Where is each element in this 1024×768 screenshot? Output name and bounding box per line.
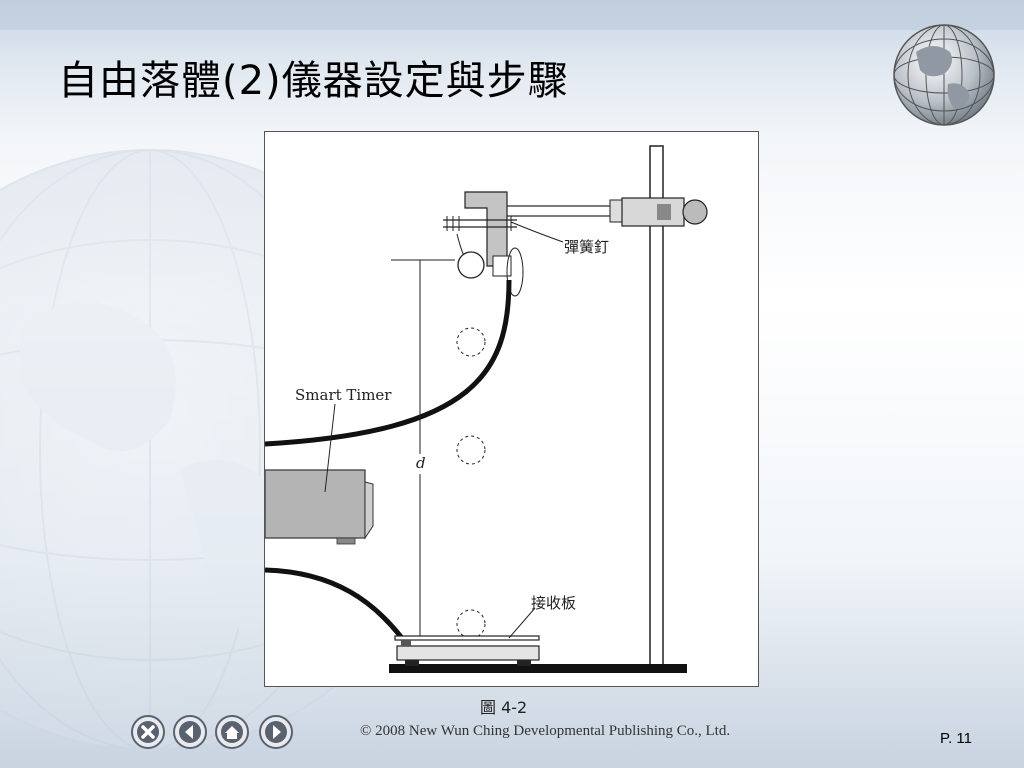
upper-cable xyxy=(265,279,512,447)
spring-clip-pointer xyxy=(510,221,564,243)
distance-label: d xyxy=(416,454,426,472)
ball-position-2 xyxy=(456,435,486,465)
page-number: P. 11 xyxy=(940,730,972,747)
timer-pointer xyxy=(324,403,336,493)
receiver-plate xyxy=(394,635,540,641)
smart-timer-box xyxy=(265,469,366,539)
release-mechanism xyxy=(464,191,508,267)
clamp-block xyxy=(621,197,685,227)
plate-pointer xyxy=(508,607,536,639)
ball-release xyxy=(457,251,485,279)
ball-position-1 xyxy=(456,327,486,357)
copyright-text: © 2008 New Wun Ching Developmental Publi… xyxy=(360,723,731,739)
clamp-knob xyxy=(682,199,708,225)
arrow-left-icon xyxy=(173,715,207,749)
figure-caption: 圖 4-2 xyxy=(480,698,528,717)
close-button[interactable] xyxy=(130,714,166,750)
spring-clip-label: 彈簧釘 xyxy=(564,238,610,256)
clamp-rod xyxy=(504,205,618,217)
slide-title: 自由落體(2)儀器設定與步驟 xyxy=(58,58,569,104)
globe-logo-icon xyxy=(893,24,995,126)
receiver-plate-label: 接收板 xyxy=(531,594,577,612)
ball-position-3 xyxy=(456,609,486,639)
stand-base xyxy=(389,664,687,673)
arrow-right-icon xyxy=(259,715,293,749)
apparatus-figure: 彈簧釘 Smart Timer d 接收板 xyxy=(264,131,759,687)
home-icon xyxy=(215,715,249,749)
apparatus-diagram xyxy=(265,145,708,673)
lower-cable xyxy=(265,567,407,644)
previous-button[interactable] xyxy=(172,714,208,750)
contact-clip xyxy=(506,247,524,297)
close-icon xyxy=(131,715,165,749)
smart-timer-label: Smart Timer xyxy=(295,386,392,404)
next-button[interactable] xyxy=(258,714,294,750)
receiver-plate-base xyxy=(396,645,540,661)
home-button[interactable] xyxy=(214,714,250,750)
